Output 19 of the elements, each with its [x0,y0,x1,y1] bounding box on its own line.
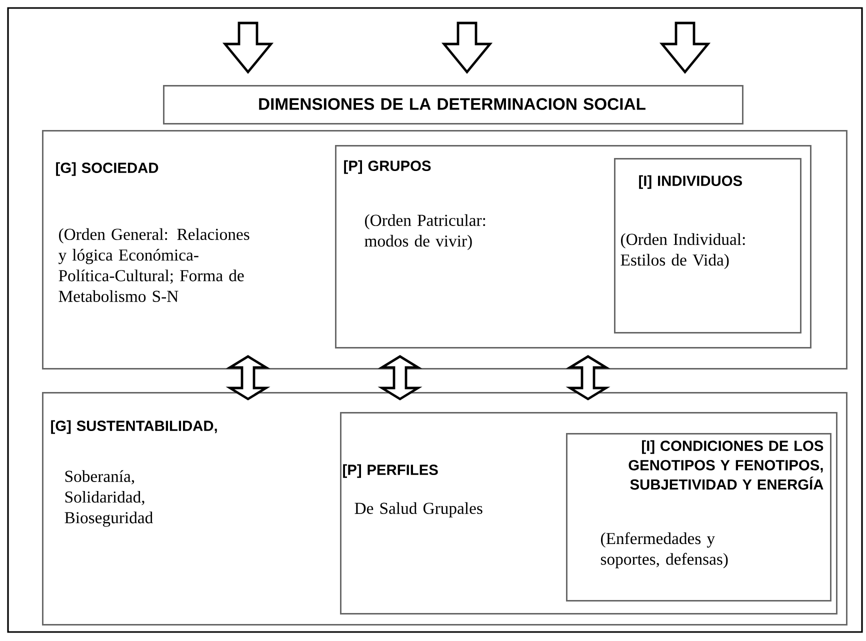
heading-text: [G] SOCIEDAD [56,162,158,176]
title-text: DIMENSIONES DE LA DETERMINACION SOCIAL [259,98,646,110]
body-text: (Orden Patricular: modos de vivir) [364,214,486,250]
body-text: Soberanía, Solidaridad, Bioseguridad [64,470,153,527]
body-text: (Enfermedades y soportes, defensas) [600,532,728,568]
heading-text: [G] SUSTENTABILIDAD, [51,420,217,434]
heading-text: [I] CONDICIONES DE LOS GENOTIPOS Y FENOTIPOS, SUBJETIVIDAD Y ENERGÍA [628,440,824,490]
heading-text: [P] PERFILES [343,464,438,478]
double-block-arrow [226,355,270,400]
block-arrow [659,22,711,74]
body-text: De Salud Grupales [354,502,482,518]
block-arrow [222,22,274,74]
double-block-arrow [566,355,610,400]
double-block-arrow [378,355,422,400]
body-text: (Orden Individual: Estilos de Vida) [620,233,745,270]
body-text: (Orden General: Relaciones y lógica Económica-Política-Cultural; Forma de Metabolismo S-N [58,228,250,302]
block-arrow [441,22,493,74]
heading-text: [I] INDIVIDUOS [639,175,742,189]
heading-text: [P] GRUPOS [344,160,431,174]
